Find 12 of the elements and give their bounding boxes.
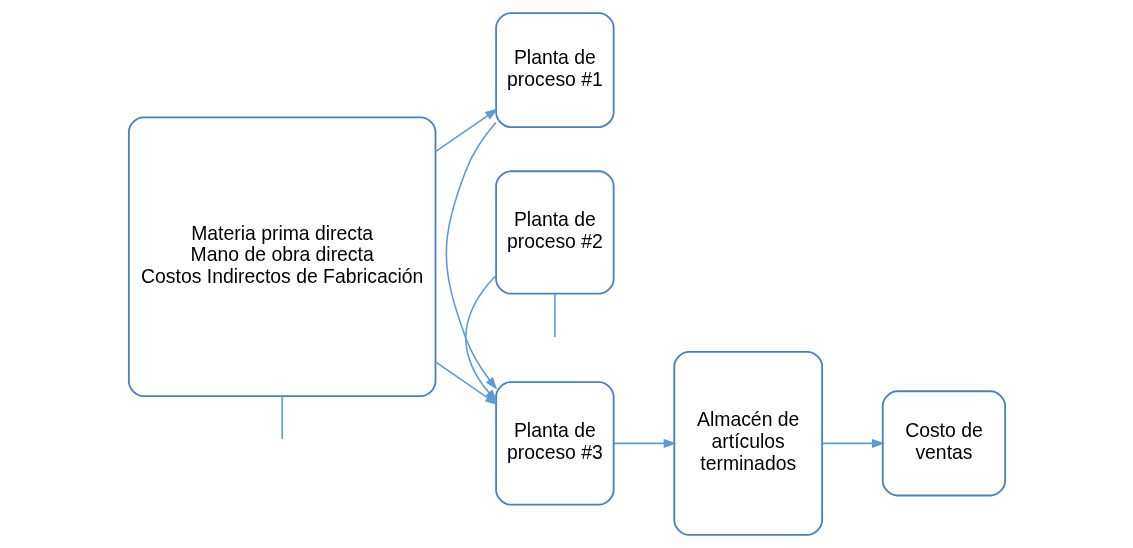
node-box: Planta de proceso #1 (494, 12, 615, 128)
node-box: Costo de ventas (881, 390, 1006, 497)
connector (553, 293, 556, 338)
arrow (612, 438, 677, 448)
node-box: Materia prima directa Mano de obra directa Costos Indirectos de Fabricación (127, 116, 436, 398)
node-box: Planta de proceso #2 (494, 170, 615, 295)
node-box: Planta de proceso #3 (494, 381, 615, 506)
arrow (445, 121, 497, 390)
node-box: Almacén de artículos terminados (672, 350, 823, 536)
arrow (821, 438, 885, 448)
arrow (434, 108, 498, 153)
connector (280, 395, 283, 440)
